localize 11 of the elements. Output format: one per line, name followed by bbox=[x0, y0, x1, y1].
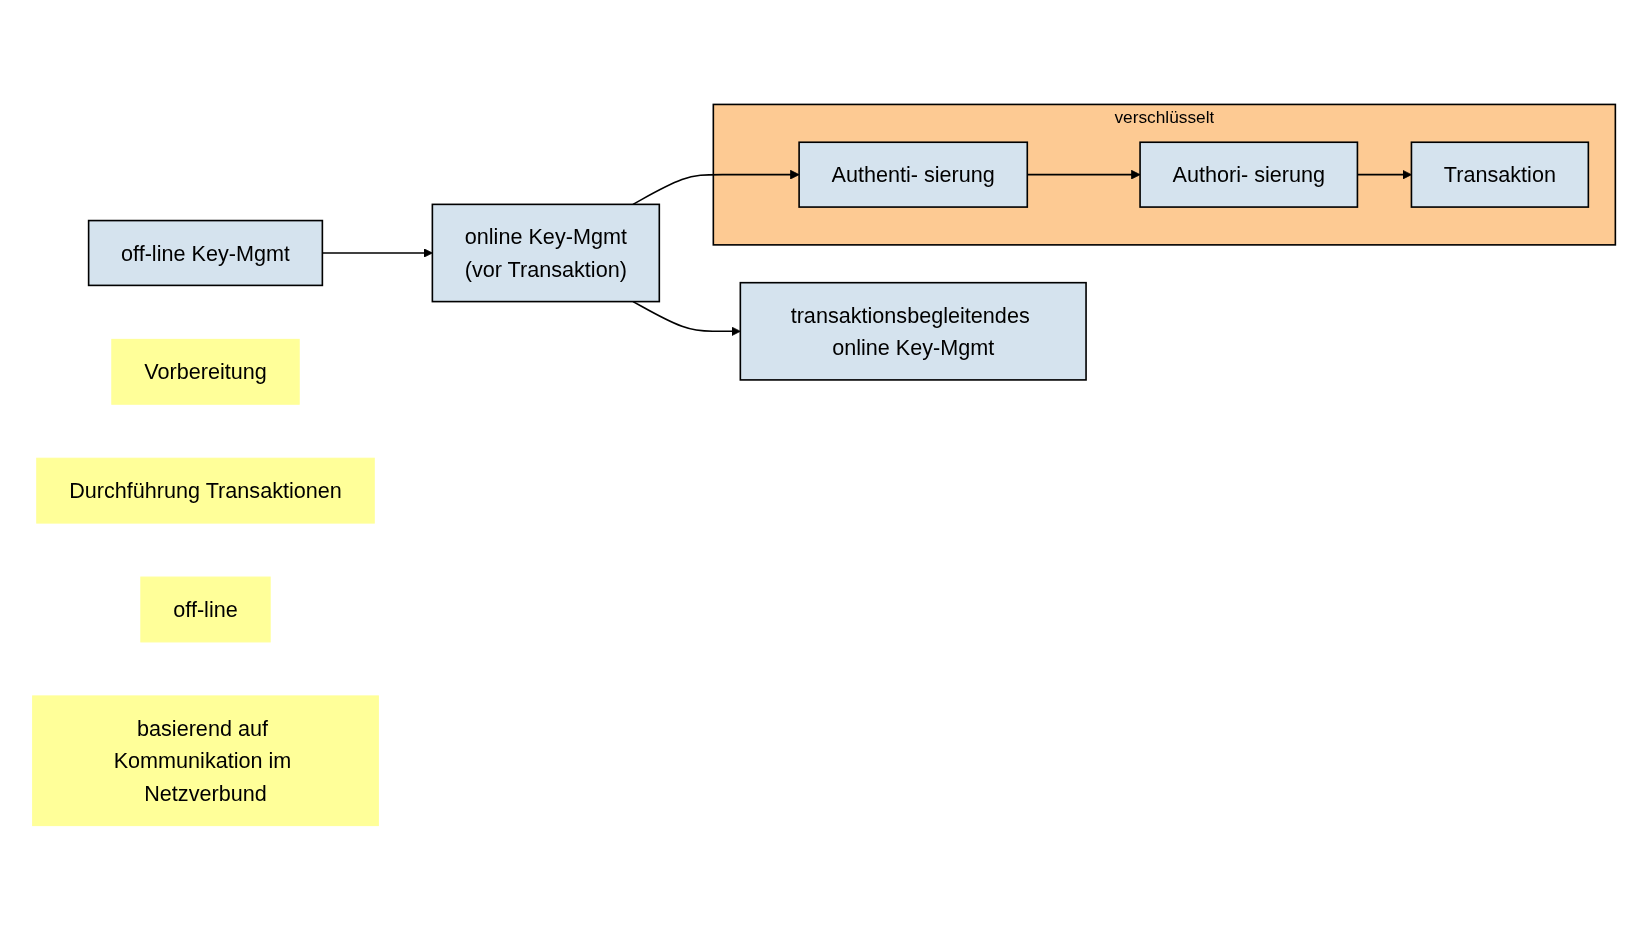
node-box: online Key-Mgmt (vor Transaktion) bbox=[431, 203, 661, 302]
node-box: off-line Key-Mgmt bbox=[87, 219, 324, 286]
node-box: transaktionsbegleitendes online Key-Mgmt bbox=[739, 281, 1087, 381]
node-box: Authori- sierung bbox=[1139, 140, 1359, 208]
node-box: Transaktion bbox=[1410, 140, 1590, 208]
node-box: Durchführung Transaktionen bbox=[36, 457, 375, 524]
node-box: Authenti- sierung bbox=[798, 140, 1029, 208]
node-box: off-line bbox=[140, 576, 271, 642]
node-box: basierend auf Kommunikation im Netzverbund bbox=[32, 694, 379, 826]
arrow bbox=[632, 300, 741, 336]
node-box: Vorbereitung bbox=[111, 338, 300, 405]
